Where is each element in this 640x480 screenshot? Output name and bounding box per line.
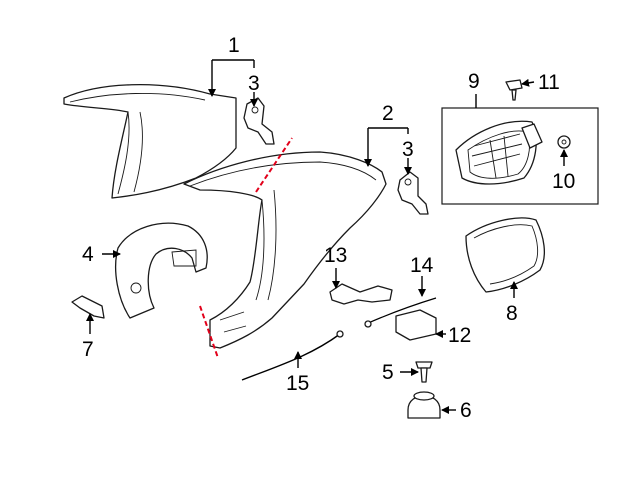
part-4-wheelhouse: [115, 222, 208, 319]
callout-8: 8: [506, 302, 518, 325]
part-3-bracket-upper: [243, 97, 275, 145]
part-13-bracket: [329, 283, 393, 305]
part-9-frame: [441, 107, 599, 205]
cut-line-top: [255, 137, 293, 193]
part-12-actuator: [395, 309, 437, 341]
callout-2: 2: [382, 102, 394, 125]
part-8-fuel-door: [465, 217, 546, 293]
callout-6: 6: [460, 399, 472, 422]
leader-lines: [86, 59, 568, 414]
callout-1: 1: [228, 34, 240, 57]
callout-9: 9: [468, 70, 480, 93]
callout-13: 13: [324, 244, 347, 267]
callout-12: 12: [448, 324, 471, 347]
part-6-grommet: [407, 391, 441, 419]
callout-11: 11: [538, 71, 560, 94]
callout-4: 4: [82, 243, 94, 266]
part-14-cable: [364, 297, 437, 328]
part-10-clip: [557, 135, 571, 149]
cut-line-bottom: [199, 305, 219, 359]
callout-15: 15: [286, 372, 309, 395]
part-2-quarter-panel: [183, 151, 387, 349]
part-11-screw: [505, 79, 523, 101]
callout-5: 5: [382, 361, 394, 384]
callout-7: 7: [82, 338, 94, 361]
part-9-fuel-door-housing: [455, 120, 543, 185]
part-1-quarter-panel-upper: [63, 83, 237, 199]
callout-10: 10: [552, 170, 575, 193]
callout-3-upper: 3: [248, 72, 260, 95]
part-3-bracket-right: [397, 171, 429, 215]
callout-3-right: 3: [402, 138, 414, 161]
part-7-bracket: [71, 295, 105, 319]
part-5-bolt: [415, 361, 433, 383]
callout-14: 14: [410, 254, 434, 277]
part-15-cable: [241, 330, 344, 381]
